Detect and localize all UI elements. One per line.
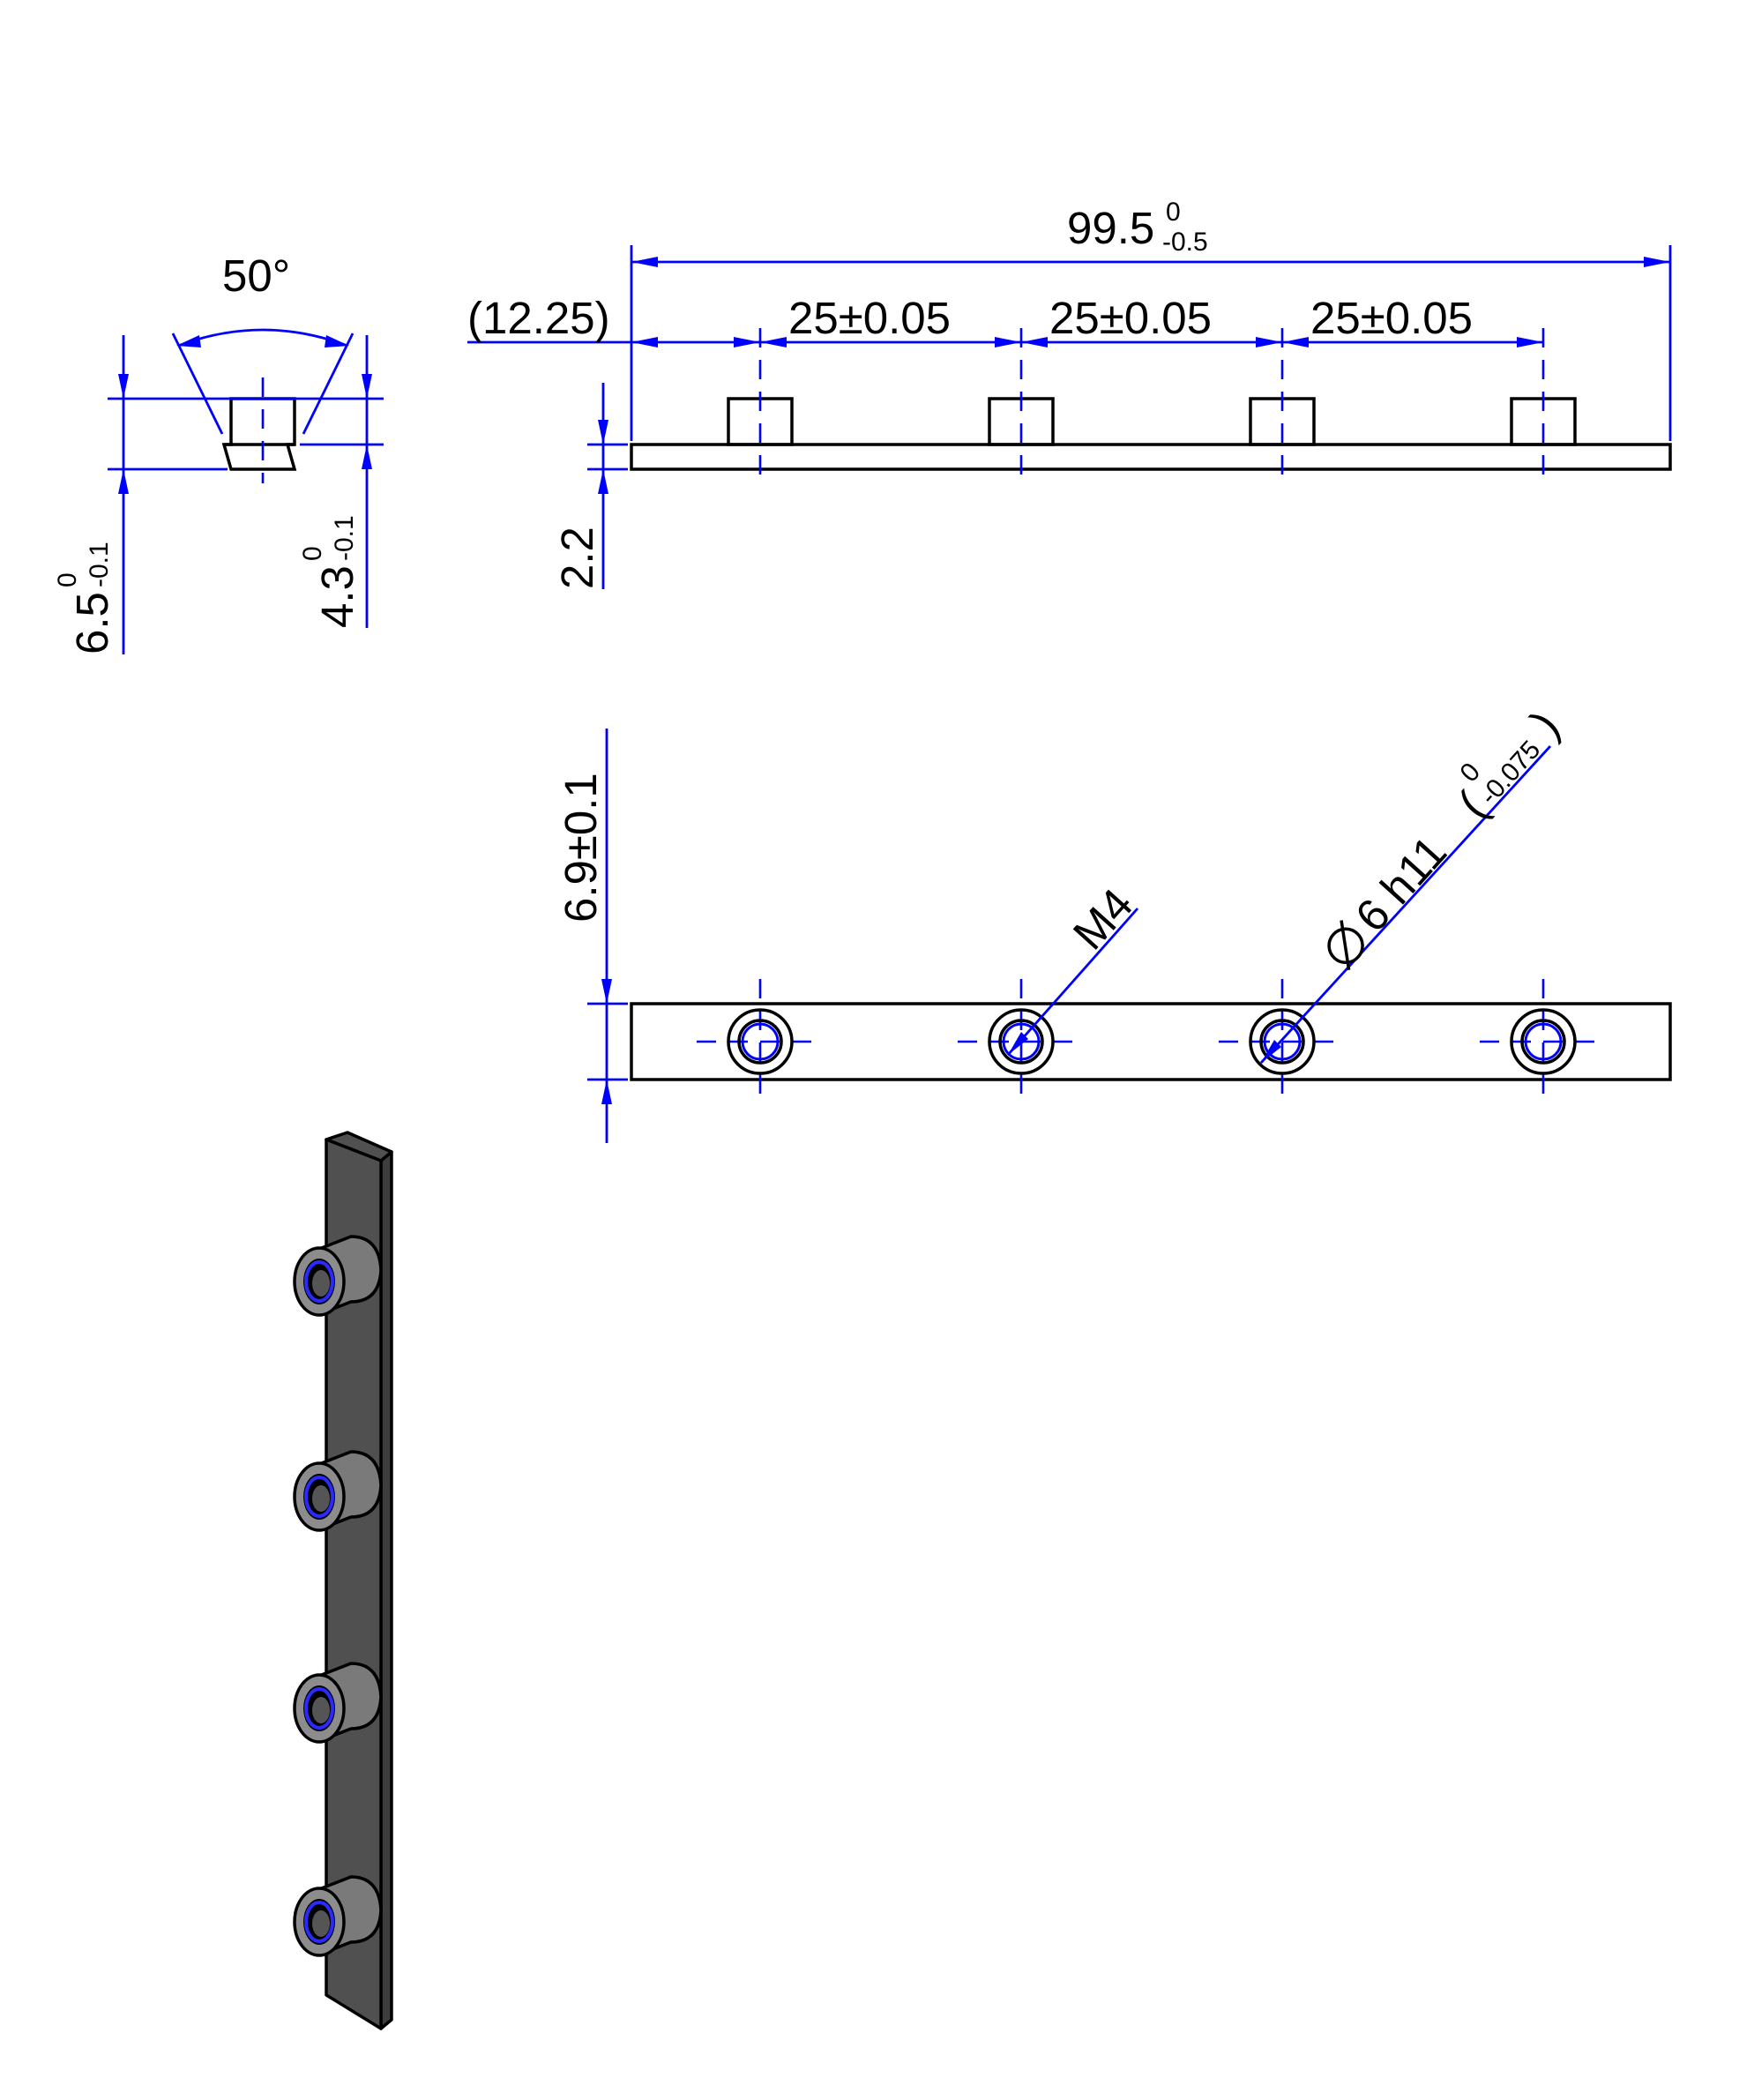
dim-99-5-arrow-right (1644, 257, 1670, 267)
side-view: 50° 6.5 0 -0.1 4.3 0 -0.1 (53, 250, 384, 654)
dim-99-5-tol-upper: 0 (1166, 198, 1181, 227)
dim-2-2-text: 2.2 (552, 527, 602, 589)
top-hole-4 (1480, 979, 1607, 1104)
top-bar (630, 1002, 1672, 1081)
dim-pitch-2-value: 25±0.05 (1049, 293, 1212, 343)
diameter-icon (1327, 920, 1364, 970)
dim-6-5-tol-lower: -0.1 (85, 542, 114, 587)
iso-boss-4 (293, 1875, 383, 1957)
dim-pitch-1-value: 25±0.05 (788, 293, 951, 343)
isometric-view (293, 1131, 393, 2030)
top-view: 6.9±0.1 M4 6 h11 ( 0 -0.075 ) (556, 701, 1672, 1143)
label-boss: 6 h11 ( 0 -0.075 ) (1327, 701, 1569, 970)
dim-2-2-arrow-bottom (598, 469, 608, 494)
iso-boss-2 (293, 1450, 383, 1532)
top-hole-1 (697, 979, 824, 1104)
dim-2-2-arrow-top (598, 420, 608, 445)
leader-m4-arrow (1008, 1032, 1028, 1055)
dim-pitch-3-value: 25±0.05 (1310, 293, 1473, 343)
dim-99-5-value: 99.5 (1067, 203, 1154, 253)
dim-6-5-text: 6.5 0 -0.1 (53, 542, 117, 654)
dim-4-3-arrow-top (362, 374, 372, 399)
dim-pitch1-arrow-right (995, 337, 1021, 348)
leader-m4 (1006, 908, 1139, 1056)
dim-6-9-text: 6.9±0.1 (556, 773, 606, 923)
dim-4-3-value: 4.3 (312, 565, 362, 628)
dim-6-5-arrow-top (118, 374, 129, 399)
dim-4-3-text: 4.3 0 -0.1 (298, 515, 362, 628)
dim-99-5-tol-lower: -0.5 (1162, 228, 1208, 257)
angle-ext-left (171, 333, 224, 435)
dim-4-3-tol-upper: 0 (298, 546, 327, 561)
side-view-profile (221, 397, 297, 471)
dim-pitch1-arrow-left (760, 337, 787, 348)
dim-6-5-value: 6.5 (67, 592, 117, 654)
dim-4-3-tol-lower: -0.1 (330, 515, 359, 561)
angle-arc (177, 328, 348, 348)
label-m4: M4 (1064, 879, 1143, 960)
label-boss-tol-lower: -0.075 (1474, 736, 1546, 811)
angle-label: 50° (222, 250, 290, 301)
front-bar (630, 443, 1672, 471)
dim-4-3-arrow-bottom (362, 445, 372, 469)
iso-boss-1 (293, 1235, 383, 1317)
dim-pitch3-arrow-right (1517, 337, 1543, 348)
dim-6-9-value: 6.9±0.1 (556, 773, 606, 923)
dim-99-5-arrow-left (631, 257, 658, 267)
label-boss-value: 6 h11 (1346, 826, 1456, 941)
dim-6-5-tol-upper: 0 (53, 572, 82, 587)
top-hole-3 (1219, 979, 1346, 1104)
dim-pitch2-arrow-left (1021, 337, 1048, 348)
front-view: 99.5 0 -0.5 (12.25) 25±0.05 25±0.05 25±0… (467, 198, 1672, 589)
dim-6-9-arrow-top (601, 979, 612, 1004)
dim-offset-arrow-left (631, 337, 658, 348)
dim-6-9-arrow-bottom (601, 1080, 612, 1104)
dim-pitch3-arrow-left (1282, 337, 1309, 348)
dim-pitch2-arrow-right (1256, 337, 1282, 348)
label-m4-text: M4 (1064, 879, 1143, 960)
angle-arrow-right (325, 335, 349, 348)
angle-ext-right (302, 333, 355, 435)
dim-offset-value: (12.25) (467, 293, 610, 343)
dim-offset-arrow-right (734, 337, 760, 348)
leader-boss (1259, 745, 1552, 1064)
iso-boss-3 (293, 1662, 383, 1744)
angle-arrow-left (176, 335, 201, 348)
dim-6-5-arrow-bottom (118, 469, 129, 494)
iso-side-face (379, 1150, 393, 2030)
dim-2-2-value: 2.2 (552, 527, 602, 589)
leader-boss-arrow (1261, 1040, 1281, 1063)
